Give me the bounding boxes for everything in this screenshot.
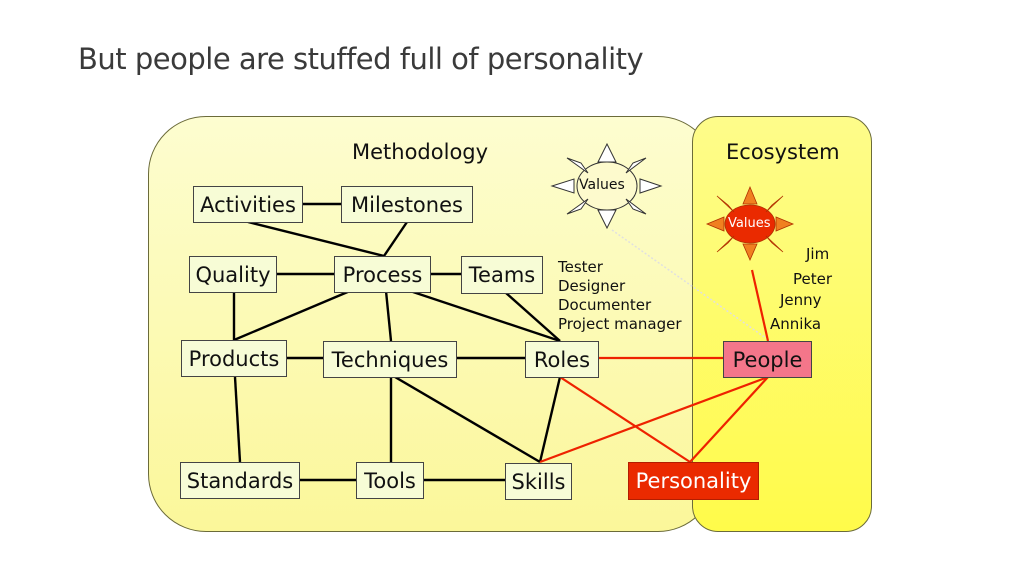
- role-example: Designer: [558, 277, 626, 295]
- node-process: Process: [334, 256, 431, 293]
- link-products-standards: [233, 376, 242, 463]
- person-name: Annika: [770, 315, 822, 333]
- link-process-techniques: [384, 290, 393, 342]
- ecosystem-label: Ecosystem: [726, 140, 840, 164]
- link-people-values: [750, 269, 770, 342]
- link-process-roles: [409, 289, 561, 343]
- link-teams-roles: [505, 292, 561, 342]
- role-example: Documenter: [558, 296, 652, 314]
- role-example: Project manager: [558, 315, 682, 333]
- link-personality-people: [689, 376, 769, 463]
- node-products: Products: [181, 340, 287, 377]
- link-milestones-process: [383, 221, 408, 257]
- node-skills: Skills: [505, 463, 572, 500]
- role-example: Tester: [558, 258, 603, 276]
- values-sun-outline: [550, 142, 663, 230]
- link-roles-personality: [559, 376, 691, 463]
- values-sun-filled: [705, 185, 795, 261]
- node-activities: Activities: [193, 186, 303, 223]
- values-label-ecosystem: Values: [728, 216, 771, 231]
- node-teams: Teams: [461, 256, 543, 294]
- node-techniques: Techniques: [323, 341, 457, 378]
- methodology-label: Methodology: [352, 140, 489, 164]
- node-personality: Personality: [628, 462, 759, 500]
- person-name: Jenny: [780, 291, 822, 309]
- link-skills-people: [539, 375, 769, 464]
- link-values-people-dotted: [611, 229, 771, 342]
- link-roles-skills: [538, 376, 562, 463]
- person-name: Jim: [806, 245, 830, 263]
- node-standards: Standards: [180, 462, 300, 499]
- node-tools: Tools: [356, 462, 424, 499]
- link-activities-process: [247, 220, 385, 258]
- link-techniques-skills: [394, 375, 541, 464]
- person-name: Peter: [793, 270, 833, 288]
- node-people: People: [723, 341, 812, 378]
- node-milestones: Milestones: [341, 186, 473, 223]
- node-quality: Quality: [189, 256, 277, 293]
- node-roles: Roles: [525, 341, 599, 378]
- slide-title: But people are stuffed full of personali…: [78, 42, 644, 76]
- values-label-methodology: Values: [579, 177, 625, 193]
- link-process-products: [233, 289, 351, 342]
